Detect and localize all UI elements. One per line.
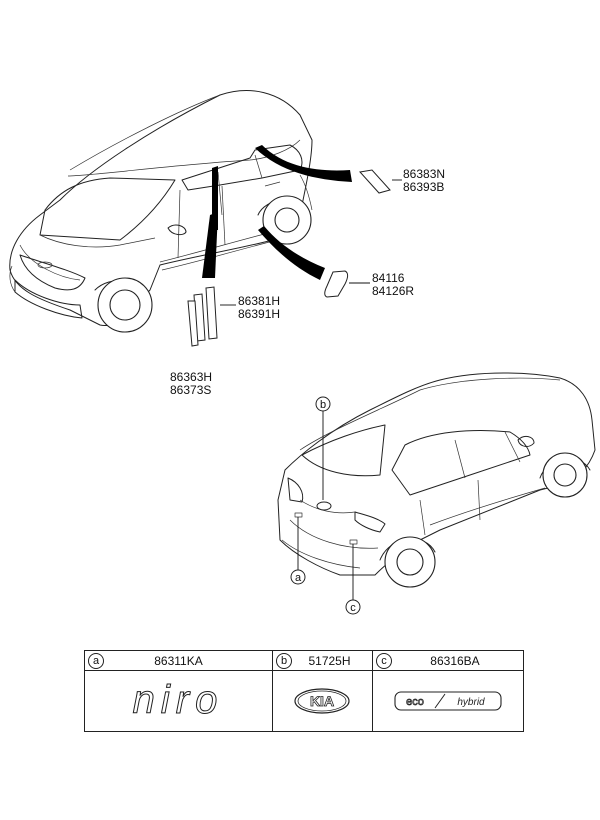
niro-emblem-text: niro (133, 678, 224, 722)
legend-part-86311KA: 86311KA (154, 654, 203, 668)
callout-label-84116: 84116 (372, 271, 405, 285)
legend-letter-b: b (276, 653, 292, 669)
legend-part-51725H: 51725H (308, 654, 351, 668)
callout-label-86381H: 86381H (238, 294, 280, 308)
legend-cell-c: c 86316BA eco hybrid (373, 651, 523, 731)
part-rocker-garnish (324, 270, 349, 298)
callout-label-86391H: 86391H (238, 307, 280, 321)
emblem-legend-table: a 86311KA niro b 51725H KIA c 86316BA (84, 650, 524, 732)
legend-cell-a: a 86311KA niro (85, 651, 273, 731)
rear-car-illustration (277, 372, 596, 588)
callout-label-86383N: 86383N (403, 167, 445, 181)
eco-emblem-text: eco (406, 696, 424, 708)
marker-c (345, 599, 361, 615)
callout-label-86363H: 86363H (170, 370, 212, 384)
part-lower-pillar-tape-2 (187, 300, 199, 347)
callout-wedge-rear-pillar (255, 145, 352, 182)
callout-label-84126R: 84126R (372, 284, 414, 298)
marker-b-label: b (320, 399, 326, 411)
hybrid-emblem-text: hybrid (457, 697, 485, 708)
part-rear-pillar-tape (359, 169, 391, 194)
niro-emblem-icon: niro (132, 678, 224, 723)
legend-letter-c: c (376, 653, 392, 669)
marker-b (315, 396, 331, 412)
callout-wedge-rocker (258, 226, 325, 280)
front-car-illustration (9, 90, 313, 333)
kia-emblem-icon: KIA (294, 688, 350, 714)
legend-cell-b: b 51725H KIA (273, 651, 373, 731)
eco-hybrid-emblem-icon: eco hybrid (394, 691, 502, 711)
callout-wedge-lower-pillar (202, 212, 218, 278)
callout-label-86393B: 86393B (403, 180, 444, 194)
callout-label-86373S: 86373S (170, 383, 211, 397)
marker-a-label: a (295, 572, 302, 584)
kia-emblem-text: KIA (310, 693, 334, 709)
part-front-pillar-tape (205, 286, 218, 340)
legend-letter-a: a (88, 653, 104, 669)
legend-part-86316BA: 86316BA (430, 654, 480, 668)
marker-a (290, 569, 306, 585)
marker-c-label: c (350, 602, 356, 614)
